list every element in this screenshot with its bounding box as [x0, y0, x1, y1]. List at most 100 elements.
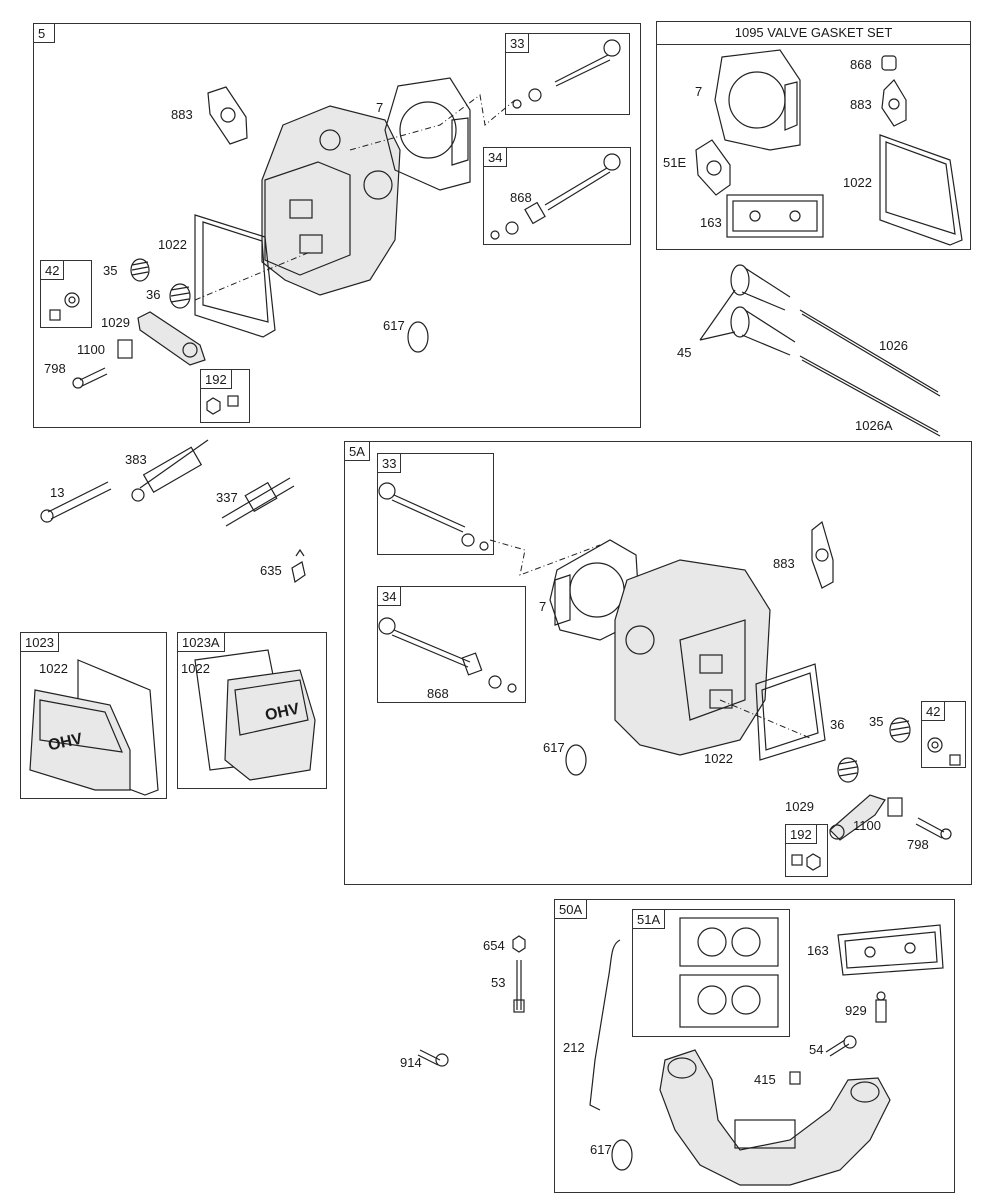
bolt-5a-798-icon: [915, 817, 952, 840]
spring-5a-35-icon: [889, 717, 911, 743]
section-5a-42-tag: 42: [921, 701, 946, 721]
fitting-929-icon: [875, 991, 887, 1023]
set-seal-868-icon: [881, 55, 897, 71]
section-5a-34-box: 34: [377, 586, 526, 703]
set-gasket-1022-icon: [879, 134, 963, 246]
label-54: 54: [809, 1042, 824, 1057]
label-383: 383: [125, 452, 147, 467]
head-gasket-7-icon: [384, 77, 471, 191]
label-set-868: 868: [850, 57, 872, 72]
section-51a-tag: 51A: [632, 909, 666, 929]
label-5a-36: 36: [830, 717, 845, 732]
label-1023a-1022: 1022: [181, 661, 210, 676]
cylinder-head-icon: [261, 105, 401, 296]
section-5a-33-box: 33: [377, 453, 494, 555]
bolt-13-icon: [40, 481, 112, 523]
cover-gasket-1022-icon: [194, 214, 276, 338]
rocker-1029-icon: [137, 311, 206, 366]
label-5-883: 883: [171, 107, 193, 122]
rod-212-icon: [589, 939, 621, 1111]
label-914: 914: [400, 1055, 422, 1070]
section-5-33-tag: 33: [505, 33, 530, 53]
bolt-798-icon: [72, 367, 108, 389]
section-5-33-box: 33: [505, 33, 630, 115]
section-5-42-tag: 42: [40, 260, 65, 280]
label-50a-617: 617: [590, 1142, 612, 1157]
section-50a-box: 50A: [554, 899, 955, 1193]
label-set-883: 883: [850, 97, 872, 112]
pushrod-1026a-icon: [799, 355, 941, 437]
valve-34-icon: [490, 153, 621, 240]
manifold-icon: [659, 1049, 891, 1186]
label-1023-1022: 1022: [39, 661, 68, 676]
section-51a-box: 51A: [632, 909, 790, 1037]
spark-plug-337-icon: [221, 477, 295, 527]
label-635: 635: [260, 563, 282, 578]
valve-5a-34-icon: [378, 617, 517, 693]
set-head-gasket-icon: [714, 49, 801, 151]
section-5-192-box: 192: [200, 369, 250, 423]
label-5a-798: 798: [907, 837, 929, 852]
oring-50a-617-icon: [611, 1139, 633, 1171]
set-gasket-51e-icon: [695, 139, 731, 196]
gasket-set-box: 1095 VALVE GASKET SET: [656, 21, 971, 250]
label-5a-1022: 1022: [704, 751, 733, 766]
label-5-7: 7: [376, 100, 384, 115]
label-1026: 1026: [879, 338, 908, 353]
section-1023-tag: 1023: [20, 632, 59, 652]
section-5a-34-tag: 34: [377, 586, 402, 606]
spring-35-icon: [130, 258, 150, 282]
label-5-35: 35: [103, 263, 118, 278]
cylinder-head-5a-icon: [614, 559, 771, 756]
spring-5a-36-icon: [837, 757, 859, 783]
gasket-5a-883-icon: [811, 520, 834, 589]
nut-654-icon: [512, 935, 526, 953]
pivot-1100-icon: [117, 339, 133, 359]
section-5a-33-tag: 33: [377, 453, 402, 473]
bolt-54-icon: [825, 1035, 857, 1057]
label-5-798: 798: [44, 361, 66, 376]
stud-53-icon: [513, 960, 525, 1013]
spring-36-icon: [169, 283, 191, 309]
oring-5a-617-icon: [565, 744, 587, 776]
valve-cover-1023a-icon: [194, 649, 316, 781]
label-5a-868: 868: [427, 686, 449, 701]
gasket-51a-upper-icon: [679, 917, 779, 967]
label-13: 13: [50, 485, 65, 500]
label-set-163: 163: [700, 215, 722, 230]
label-929: 929: [845, 1003, 867, 1018]
plug-415-icon: [789, 1071, 801, 1085]
label-5a-35: 35: [869, 714, 884, 729]
section-5-34-tag: 34: [483, 147, 508, 167]
elbow-635-icon: [291, 548, 306, 584]
nut-5a-192-icon: [791, 853, 821, 871]
retainer-5a-42-icon: [927, 737, 961, 766]
label-set-51e: 51E: [663, 155, 687, 170]
valve-33-icon: [512, 39, 621, 109]
section-5a-tag: 5A: [344, 441, 370, 461]
label-5-36: 36: [146, 287, 161, 302]
section-50a-tag: 50A: [554, 899, 588, 919]
section-5-192-tag: 192: [200, 369, 232, 389]
label-5a-617: 617: [543, 740, 565, 755]
set-gasket-883-icon: [881, 79, 907, 127]
label-5-617: 617: [383, 318, 405, 333]
label-415: 415: [754, 1072, 776, 1087]
section-5a-box: 5A: [344, 441, 972, 885]
label-53: 53: [491, 975, 506, 990]
label-5-868: 868: [510, 190, 532, 205]
section-5a-192-tag: 192: [785, 824, 817, 844]
section-1023-box: 1023: [20, 632, 167, 799]
label-654: 654: [483, 938, 505, 953]
gasket-163-icon: [837, 924, 944, 976]
rocker-5a-1029-icon: [829, 794, 886, 841]
breather-383-icon: [131, 439, 209, 502]
lifter-45-icon: [699, 264, 796, 356]
label-5a-883: 883: [773, 556, 795, 571]
label-set-1022: 1022: [843, 175, 872, 190]
retainer-42-icon: [49, 292, 80, 321]
label-5-1022: 1022: [158, 237, 187, 252]
section-5-42-box: 42: [40, 260, 92, 328]
